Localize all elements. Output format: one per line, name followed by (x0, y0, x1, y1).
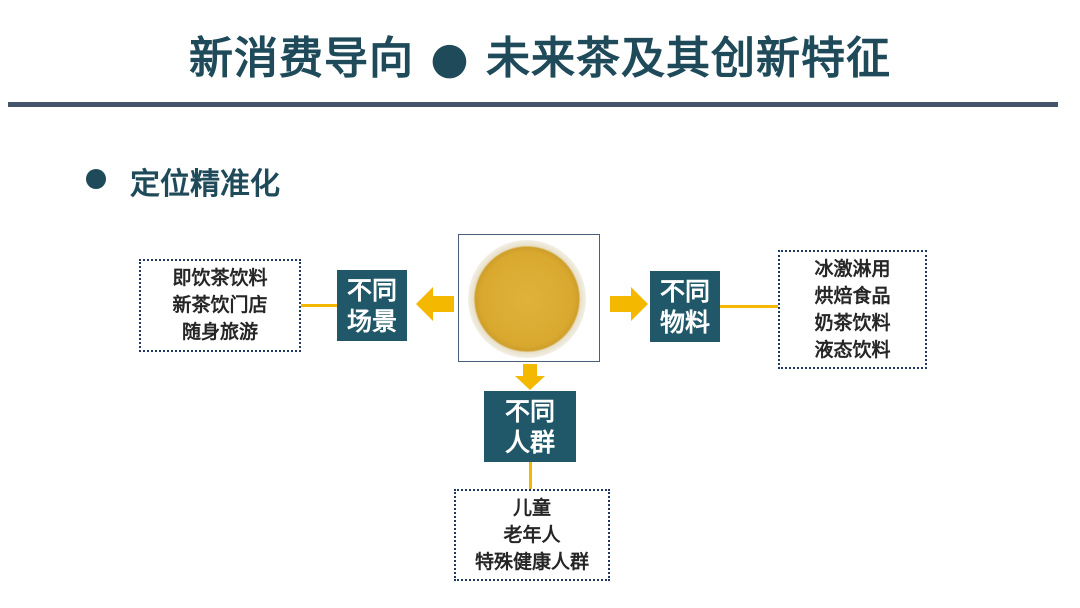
right-arrow-icon (610, 287, 648, 321)
left-arrow-icon (416, 287, 454, 321)
list-item: 冰激淋用 (814, 257, 891, 280)
down-arrow-icon (515, 364, 545, 390)
scenario-box: 不同 场景 (337, 270, 407, 341)
list-item: 儿童 (512, 496, 551, 519)
title-divider (8, 102, 1058, 107)
audience-box-line1: 不同 (504, 396, 555, 426)
list-item: 奶茶饮料 (814, 311, 891, 334)
bullet-dot (86, 169, 106, 189)
list-item: 随身旅游 (181, 321, 258, 343)
audience-box: 不同 人群 (484, 391, 576, 462)
material-box: 不同 物料 (650, 271, 720, 342)
scenario-box-line1: 不同 (346, 275, 397, 305)
list-item: 即饮茶饮料 (172, 267, 268, 289)
audience-box-line2: 人群 (504, 427, 555, 457)
material-connector (720, 305, 778, 308)
list-item: 新茶饮门店 (172, 294, 268, 316)
audience-list: 儿童 老年人 特殊健康人群 (454, 489, 610, 581)
scenario-box-line2: 场景 (346, 306, 397, 336)
tea-powder-image (458, 234, 600, 362)
scenario-connector (300, 304, 337, 307)
list-item: 烘焙食品 (814, 284, 891, 307)
section-heading: 定位精准化 (130, 167, 280, 202)
list-item: 液态饮料 (814, 338, 891, 361)
material-box-line2: 物料 (659, 307, 710, 337)
tea-powder-dish (468, 240, 586, 358)
list-item: 老年人 (503, 523, 561, 546)
list-item: 特殊健康人群 (474, 550, 589, 573)
scenario-list: 即饮茶饮料 新茶饮门店 随身旅游 (139, 259, 301, 352)
material-list: 冰激淋用 烘焙食品 奶茶饮料 液态饮料 (778, 250, 927, 369)
page-title: 新消费导向 ● 未来茶及其创新特征 (188, 33, 892, 84)
audience-connector (529, 462, 532, 489)
material-box-line1: 不同 (659, 276, 710, 306)
